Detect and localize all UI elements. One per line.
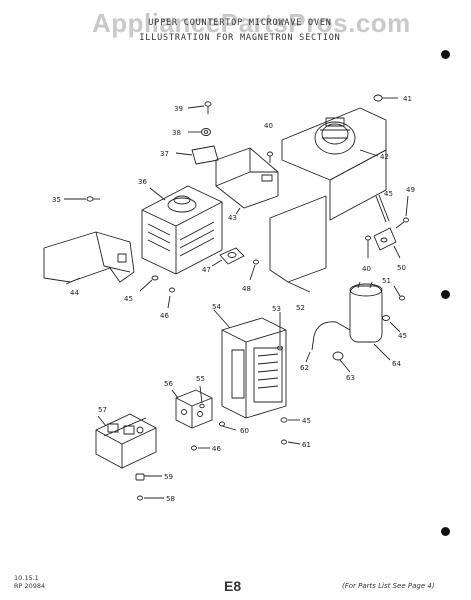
callout-61: 61	[302, 441, 311, 449]
part-45-nut	[382, 315, 401, 333]
diagram-subtitle: ILLUSTRATION FOR MAGNETRON SECTION	[139, 33, 341, 43]
callout-49: 49	[406, 186, 415, 194]
callout-46-lower: 46	[212, 445, 221, 453]
part-48-screw	[249, 259, 259, 281]
callout-45-left: 45	[124, 295, 133, 303]
part-44-air-guide	[43, 231, 135, 285]
callout-38: 38	[172, 129, 181, 137]
part-49-screw	[395, 195, 409, 229]
part-45-screw-right	[375, 194, 390, 223]
part-62-strap	[305, 321, 351, 363]
part-37-bracket	[175, 145, 219, 165]
callout-39: 39	[174, 105, 183, 113]
callout-51: 51	[382, 277, 391, 285]
part-40-screw	[267, 151, 273, 163]
callout-54: 54	[212, 303, 221, 311]
diagram-title: UPPER COUNTERTOP MICROWAVE OVEN	[148, 18, 332, 28]
parts-list-note: (For Parts List See Page 4)	[342, 582, 435, 590]
binder-hole-2	[441, 290, 450, 299]
footer-code: RP 20984	[14, 582, 46, 590]
callout-46: 46	[160, 312, 169, 320]
part-54-transformer	[213, 309, 287, 419]
part-45-screw-lower	[280, 417, 300, 423]
part-41-screw	[373, 94, 398, 102]
part-56-relay	[171, 389, 213, 429]
callout-36: 36	[138, 178, 147, 186]
callout-41: 41	[403, 95, 412, 103]
callout-45: 45	[384, 190, 393, 198]
callout-50: 50	[397, 264, 406, 272]
footer-date: 10.15.1	[14, 574, 39, 582]
callout-45-cap: 45	[398, 332, 407, 340]
callout-40: 40	[264, 122, 273, 130]
part-55-screw	[199, 385, 205, 409]
callout-44: 44	[70, 289, 79, 297]
part-45-screw	[139, 275, 159, 292]
binder-hole-1	[441, 50, 450, 59]
part-59-spacer	[135, 473, 162, 481]
part-39-screw	[187, 101, 212, 114]
part-53-screw	[277, 312, 283, 351]
part-46-screw	[167, 287, 175, 309]
callout-52: 52	[296, 304, 305, 312]
callout-45-lower: 45	[302, 417, 311, 425]
part-36-magnetron	[141, 185, 223, 275]
part-35-screw	[64, 196, 100, 202]
callout-42: 42	[380, 153, 389, 161]
callout-40-right: 40	[362, 265, 371, 273]
callout-63: 63	[346, 374, 355, 382]
part-60-screw	[219, 421, 237, 431]
callout-56: 56	[164, 380, 173, 388]
binder-hole-3	[441, 527, 450, 536]
callout-57: 57	[98, 406, 107, 414]
callout-53: 53	[272, 305, 281, 313]
callout-60: 60	[240, 427, 249, 435]
page-number: E8	[224, 578, 242, 594]
callout-58: 58	[166, 495, 175, 503]
callout-47: 47	[202, 266, 211, 274]
callout-43: 43	[228, 214, 237, 222]
part-47-thermostat	[211, 247, 245, 267]
callout-59: 59	[164, 473, 173, 481]
part-46-screw-lower	[191, 445, 210, 451]
part-63-clamp	[332, 351, 351, 373]
callout-48: 48	[242, 285, 251, 293]
part-40-screw-right	[365, 235, 371, 258]
part-61-screw	[281, 439, 301, 445]
part-43-waveguide	[215, 147, 279, 215]
part-58-screw	[137, 495, 164, 501]
part-50-bracket	[373, 227, 401, 259]
part-51-screw	[393, 285, 405, 301]
watermark: AppliancePartsPros.com	[92, 8, 411, 38]
callout-55: 55	[196, 375, 205, 383]
part-52-cover-panel	[269, 195, 327, 293]
part-64-capacitor	[349, 281, 391, 361]
callout-62: 62	[300, 364, 309, 372]
part-57-control-board	[95, 413, 157, 469]
part-38-washer	[188, 128, 211, 136]
callout-37: 37	[160, 150, 169, 158]
part-42-blower-assembly	[281, 107, 387, 221]
callout-64: 64	[392, 360, 401, 368]
callout-35: 35	[52, 196, 61, 204]
